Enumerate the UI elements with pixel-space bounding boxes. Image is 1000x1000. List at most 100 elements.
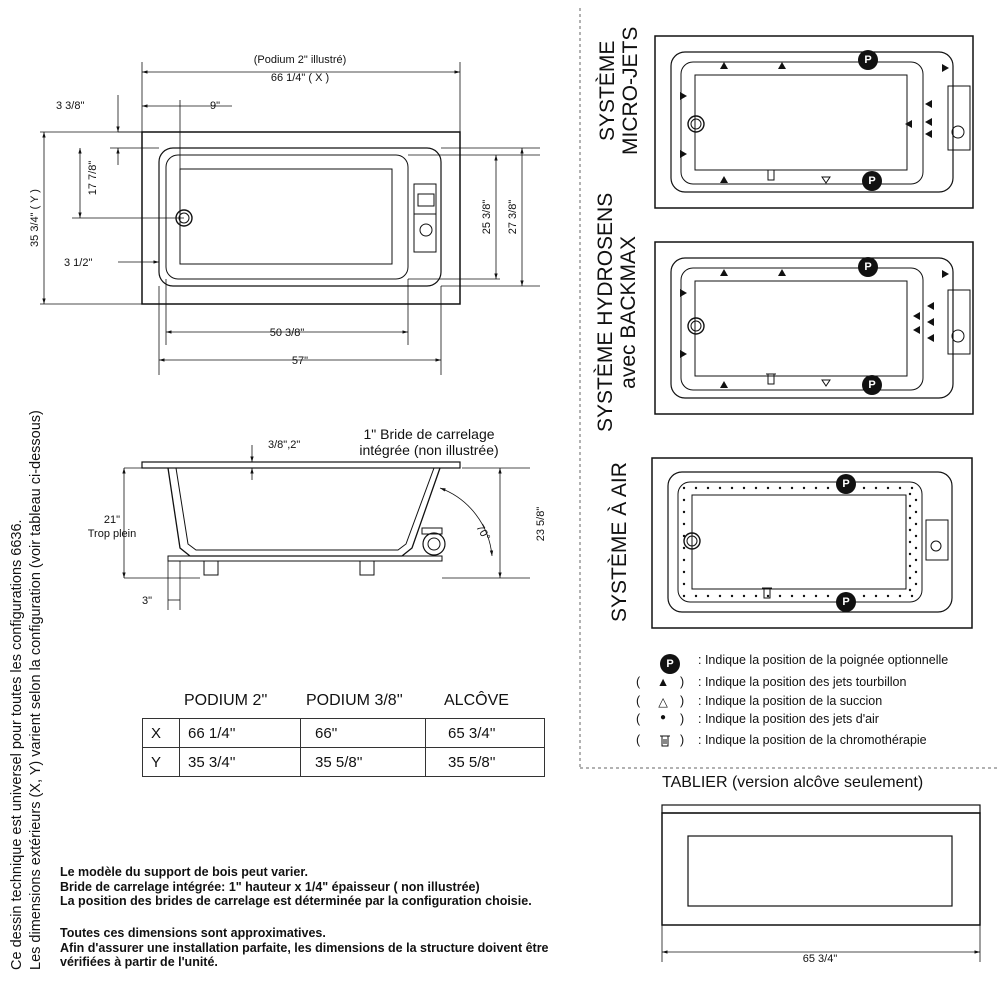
air-jet-dot [790, 486, 794, 490]
chromotherapy-icon [660, 735, 670, 747]
note-line: vérifiées à partir de l'unité. [60, 955, 218, 969]
handle-symbol: P [862, 375, 882, 395]
side-view-tub [141, 461, 461, 576]
air-jet-dot [766, 486, 770, 490]
air-jet-dot [682, 486, 686, 490]
table-cell: 66'' [300, 718, 426, 748]
air-jet-dot [886, 594, 890, 598]
overflow-height: 21" [104, 514, 120, 526]
air-jet-dot [718, 486, 722, 490]
air-jet-dot [914, 510, 918, 514]
table-header-alcove: ALCÔVE [444, 692, 509, 709]
table-row: Y 35 3/4'' 35 5/8'' 35 5/8'' [142, 747, 545, 777]
legend-text: : Indique la position de la succion [698, 694, 883, 708]
table-header-podium2: PODIUM 2'' [184, 692, 268, 709]
apron-title: TABLIER (version alcôve seulement) [662, 774, 924, 791]
air-diagram [651, 457, 973, 629]
air-jet-dot [914, 498, 918, 502]
dim-57: 57" [292, 355, 308, 367]
vertical-notes: Ce dessin technique est universel pour t… [8, 410, 46, 970]
side-view-dimensions [122, 445, 530, 610]
table-header-podium38: PODIUM 3/8'' [306, 692, 403, 709]
air-jet-dot [862, 594, 866, 598]
whirlpool-jet-icon: ▲ [656, 675, 670, 689]
air-jet-dot [694, 594, 698, 598]
note-line: La position des brides de carrelage est … [60, 894, 532, 908]
air-chromo [762, 587, 772, 599]
dim-3: 3" [142, 595, 152, 607]
top-view-dimensions [40, 62, 540, 375]
overflow-label: Trop plein [88, 528, 137, 540]
tile-flange-note: 1" Bride de carrelage intégrée (non illu… [344, 426, 514, 458]
notes-group-1: Le modèle du support de bois peut varier… [60, 865, 532, 909]
handle-symbol: P [836, 592, 856, 612]
micro-jets-chromo [766, 169, 776, 181]
air-jet-dot [754, 486, 758, 490]
dim-3-8-2: 3/8",2" [268, 439, 300, 451]
hydrosens-diagram [654, 241, 974, 415]
notes-group-2: Toutes ces dimensions sont approximative… [60, 926, 549, 970]
hydrosens-markers [680, 269, 949, 388]
air-jet-dot [874, 594, 878, 598]
air-jet-dot [908, 552, 912, 556]
handle-symbol: P [660, 654, 680, 674]
air-jet-dot [730, 594, 734, 598]
dim-27-3-8: 27 3/8" [507, 200, 519, 235]
air-jet-dot [706, 486, 710, 490]
handle-symbol: P [862, 171, 882, 191]
air-jet-dot [694, 486, 698, 490]
air-jet-dot [718, 594, 722, 598]
y-dimension: 35 3/4" ( Y ) [29, 189, 41, 247]
air-jet-dot [682, 582, 686, 586]
air-jet-dot [682, 570, 686, 574]
air-jet-dot [908, 492, 912, 496]
micro-jets-markers [680, 62, 949, 183]
table-cell: 35 5/8'' [300, 747, 426, 777]
air-jet-dot [778, 594, 782, 598]
handle-symbol: P [858, 50, 878, 70]
air-jet-dot [886, 486, 890, 490]
air-jet-dot [682, 534, 686, 538]
podium-note: (Podium 2" illustré) [254, 54, 347, 66]
air-title: SYSTÈME À AIR [608, 462, 631, 622]
dim-3-3-8: 3 3/8" [56, 100, 84, 112]
air-jet-dot [908, 504, 912, 508]
apron-width: 65 3/4" [803, 953, 838, 965]
air-jet-dot [730, 486, 734, 490]
air-jet-dot [914, 570, 918, 574]
hydrosens-title-line2: avec BACKMAX [617, 235, 640, 389]
air-jet-dot [910, 486, 914, 490]
air-jet-dot [874, 486, 878, 490]
air-jet-dot [802, 486, 806, 490]
air-jet-dot [908, 528, 912, 532]
air-jet-dot [682, 522, 686, 526]
air-jet-dot [790, 594, 794, 598]
air-jet-dot [766, 594, 770, 598]
config-table: X 66 1/4'' 66'' 65 3/4'' Y 35 3/4'' 35 5… [142, 718, 545, 777]
air-jet-dot [898, 594, 902, 598]
hydrosens-title-line1: SYSTÈME HYDROSENS [594, 192, 617, 432]
note-line: Le modèle du support de bois peut varier… [60, 865, 308, 879]
tile-flange-line1: 1" Bride de carrelage [363, 426, 495, 442]
air-jet-dot [814, 594, 818, 598]
vertical-note-line2: Les dimensions extérieurs (X, Y) varient… [28, 410, 44, 970]
air-jet-dot [908, 576, 912, 580]
air-jet-dot [706, 594, 710, 598]
air-jet-dot [742, 486, 746, 490]
hydrosens-chromo [766, 373, 776, 385]
dim-3-1-2: 3 1/2" [64, 257, 92, 269]
note-line: Bride de carrelage intégrée: 1" hauteur … [60, 879, 480, 894]
micro-jets-title: SYSTÈME MICRO-JETS [596, 27, 642, 155]
air-jet-dot [682, 498, 686, 502]
air-jet-dot [682, 546, 686, 550]
row-label: X [142, 718, 180, 748]
legend-text: : Indique la position des jets d'air [698, 712, 879, 726]
dim-9: 9" [210, 100, 220, 112]
micro-jets-suction [821, 176, 831, 184]
air-jet-dot [826, 486, 830, 490]
x-dimension: 66 1/4" ( X ) [271, 72, 329, 84]
height-23-5-8: 23 5/8" [535, 507, 547, 542]
row-label: Y [142, 747, 180, 777]
table-cell: 66 1/4'' [179, 718, 301, 748]
